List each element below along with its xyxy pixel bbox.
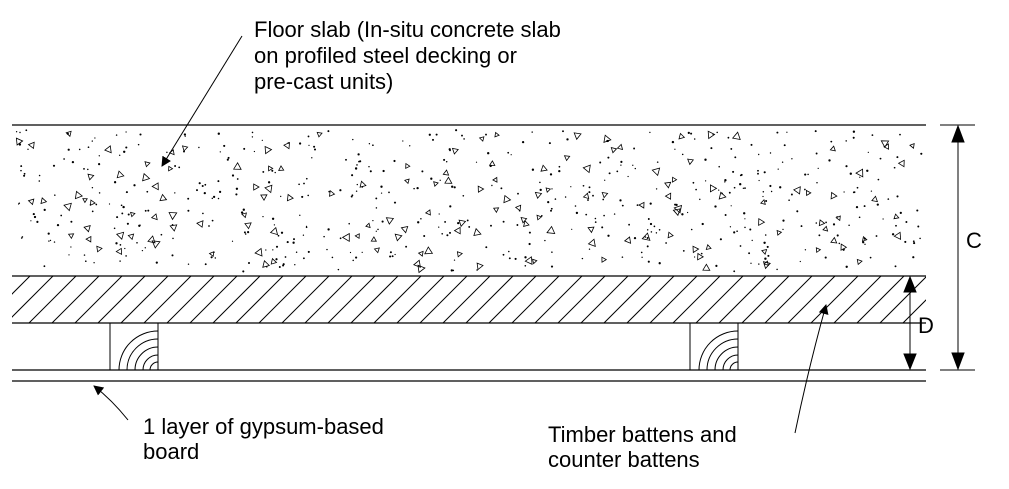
dimension-c — [940, 124, 975, 371]
gypsum-board-label-line2: board — [143, 439, 199, 464]
gypsum-leader — [93, 385, 129, 421]
gypsum-board-label-line1: 1 layer of gypsum-based — [143, 414, 384, 439]
floor-slab-label-line1: Floor slab (In-situ concrete slab — [254, 17, 561, 42]
timber-batten-left — [109, 322, 159, 371]
battens-label-line1: Timber battens and — [548, 422, 737, 447]
concrete-aggregate-texture — [15, 129, 923, 274]
floor-slab-label-line2: on profiled steel decking or — [254, 43, 517, 68]
timber-batten-right — [689, 322, 739, 371]
battens-label-line2: counter battens — [548, 447, 700, 472]
dimension-d-label: D — [918, 313, 934, 338]
floor-slab-label: Floor slab (In-situ concrete slab on pro… — [254, 17, 561, 94]
diagonal-hatching — [12, 276, 926, 323]
dimension-c-label: C — [966, 228, 982, 253]
battens-label: Timber battens and counter battens — [548, 422, 737, 472]
counter-batten-layer — [12, 275, 926, 324]
floor-slab-label-line3: pre-cast units) — [254, 69, 393, 94]
dimension-d — [903, 275, 917, 371]
gypsum-board-label: 1 layer of gypsum-based board — [143, 414, 384, 464]
concrete-slab — [12, 124, 926, 274]
floor-slab-leader — [161, 35, 243, 167]
battens-leader — [794, 304, 829, 434]
batten-cavity — [12, 322, 926, 371]
